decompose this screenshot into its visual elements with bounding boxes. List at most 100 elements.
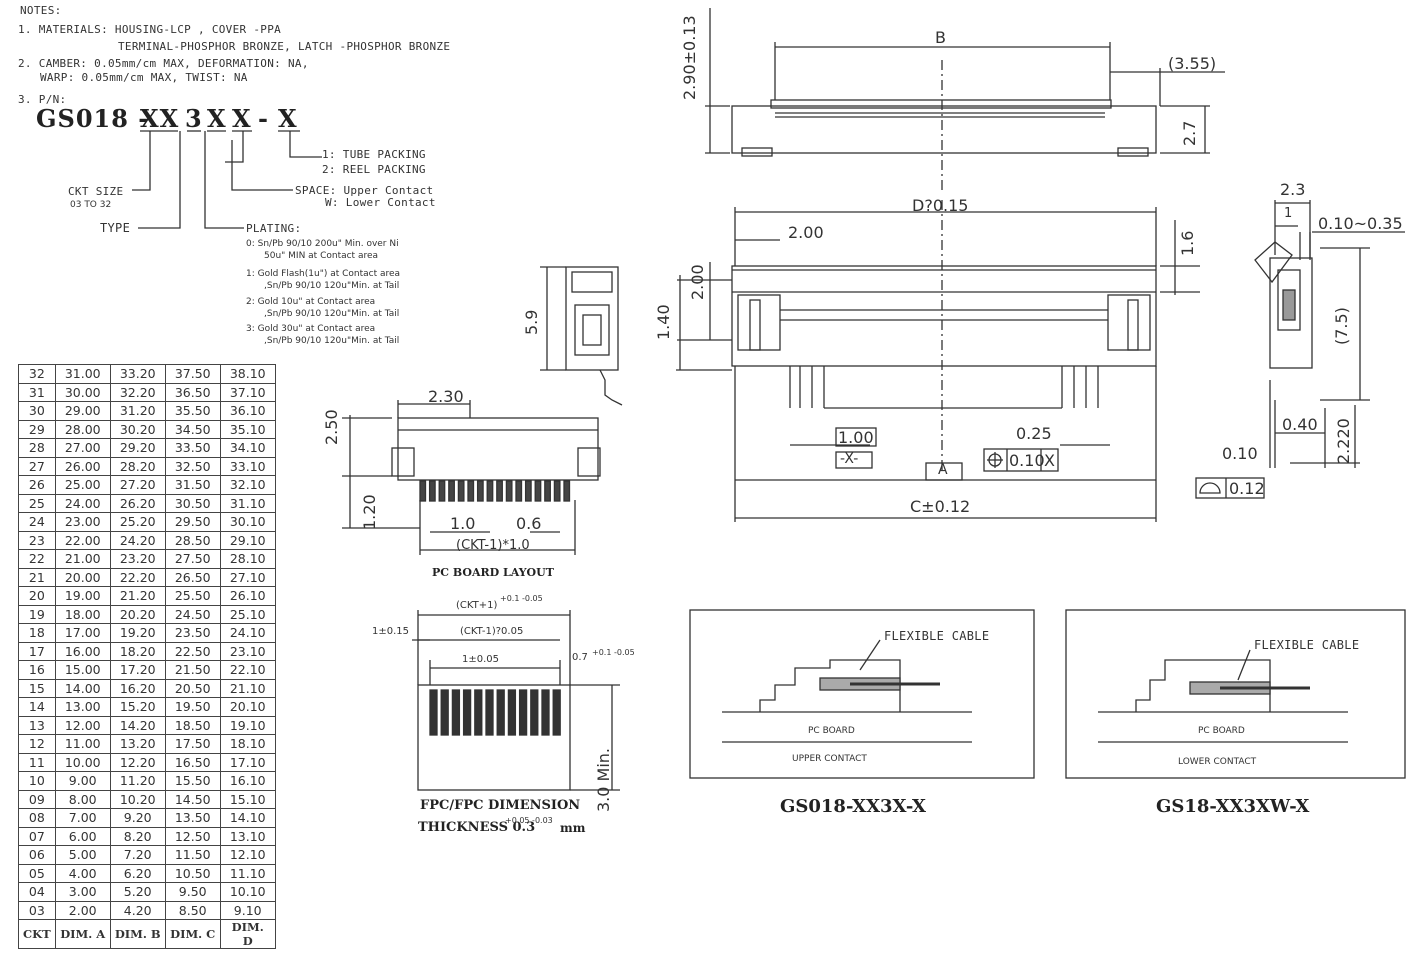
fpc-finger [462,689,472,736]
table-header: DIM. C [164,919,221,949]
dim-cell: 15.10 [219,789,276,809]
dim-cell: 14.00 [54,678,111,698]
fpc-thickness: THICKNESS 0.3 [418,820,536,835]
fpc-drawing [412,610,620,791]
pcb-pad [553,480,561,502]
part-number-space: X [232,104,252,133]
dim-cell: 27.10 [219,567,276,587]
lower-cable-label: FLEXIBLE CABLE [1254,638,1360,652]
plating-0a: 0: Sn/Pb 90/10 200u" Min. over Ni [246,239,399,249]
notes-warp: WARP: 0.05mm/cm MAX, TWIST: NA [40,71,248,84]
dim-cell: 30.20 [109,419,166,439]
dim-b: B [935,28,946,47]
ckt-cell: 08 [18,808,56,828]
fpc-caption: FPC/FPC DIMENSION [420,798,581,813]
pcb-pad [544,480,551,502]
ckt-cell: 27 [18,456,56,476]
flatness-value: 0.12 [1229,479,1265,498]
table-header: DIM. B [109,919,166,949]
pcb-pad [448,480,455,502]
pcb-dim-0-6: 0.6 [516,514,542,533]
dim-2-90: 2.90±0.13 [680,15,699,100]
packing-reel: 2: REEL PACKING [322,163,426,176]
dim-cell: 14.50 [164,789,221,809]
ckt-cell: 07 [18,826,56,846]
dim-cell: 24.20 [109,530,166,550]
dim-1-6: 1.6 [1178,230,1197,256]
dim-cell: 9.50 [164,882,221,902]
dim-cell: 36.50 [164,382,221,402]
ckt-cell: 11 [18,752,56,772]
fpc-finger [485,689,494,736]
fpc-top: (CKT+1) [456,600,498,611]
side-dim-range: 0.10~0.35 [1318,214,1403,233]
dim-c: C±0.12 [910,497,971,516]
dim-cell: 24.00 [54,493,111,513]
side-dim-1: 1 [1284,206,1293,221]
ckt-cell: 25 [18,493,56,513]
ckt-cell: 04 [18,882,56,902]
plating-1b: ,Sn/Pb 90/10 120u"Min. at Tail [264,281,400,291]
dim-cell: 27.50 [164,549,221,569]
ckt-cell: 16 [18,660,56,680]
dim-cell: 28.00 [54,419,111,439]
dim-cell: 12.00 [54,715,111,735]
dim-cell: 37.10 [219,382,276,402]
dim-cell: 31.20 [109,401,166,421]
dim-cell: 35.10 [219,419,276,439]
dim-cell: 17.50 [164,734,221,754]
fpc-unit: mm [560,821,586,835]
part-number-packing: X [278,104,298,133]
dim-cell: 36.10 [219,401,276,421]
lower-contact-label: LOWER CONTACT [1178,757,1257,767]
packing-tube: 1: TUBE PACKING [322,148,426,161]
front-view [676,200,1200,522]
dim-2-00-h: 2.00 [788,223,824,242]
plating-1a: 1: Gold Flash(1u") at Contact area [246,269,401,279]
dim-cell: 11.50 [164,845,221,865]
notes-materials: 1. MATERIALS: HOUSING-LCP , COVER -PPA [18,23,282,36]
fpc-top-tol: +0.1 -0.05 [500,594,543,603]
part-number-prefix: GS018 - [36,104,150,133]
detail-upper-drawing [689,609,1035,779]
dim-5-9: 5.9 [522,309,541,335]
pcb-pad [563,480,571,502]
lower-board-label: PC BOARD [1198,726,1245,736]
pcb-pad [457,480,465,502]
dim-cell: 13.50 [164,808,221,828]
fpc-finger [496,689,505,736]
ckt-cell: 32 [18,364,56,384]
dim-cell: 13.20 [109,734,166,754]
pn-leaders [132,130,322,229]
detail-lower-drawing [1065,609,1406,779]
dim-cell: 7.00 [54,808,111,828]
ckt-size-range: 03 TO 32 [70,200,112,210]
table-header: DIM. D [219,919,276,949]
upper-caption: GS018-XX3X-X [780,796,927,817]
fpc-right: 0.7 [572,652,588,663]
side-dim-7-5: (7.5) [1332,307,1351,345]
plating-3a: 3: Gold 30u" at Contact area [246,324,376,334]
ckt-cell: 17 [18,641,56,661]
ckt-cell: 30 [18,401,56,421]
pcb-dim-1-20: 1.20 [360,494,379,530]
dim-2-7: 2.7 [1180,120,1199,146]
datum-x: -X- [840,451,859,467]
dim-2-00-v: 2.00 [688,264,707,300]
dim-cell: 28.50 [164,530,221,550]
type-label: TYPE [100,221,131,235]
fpc-finger [530,689,539,736]
